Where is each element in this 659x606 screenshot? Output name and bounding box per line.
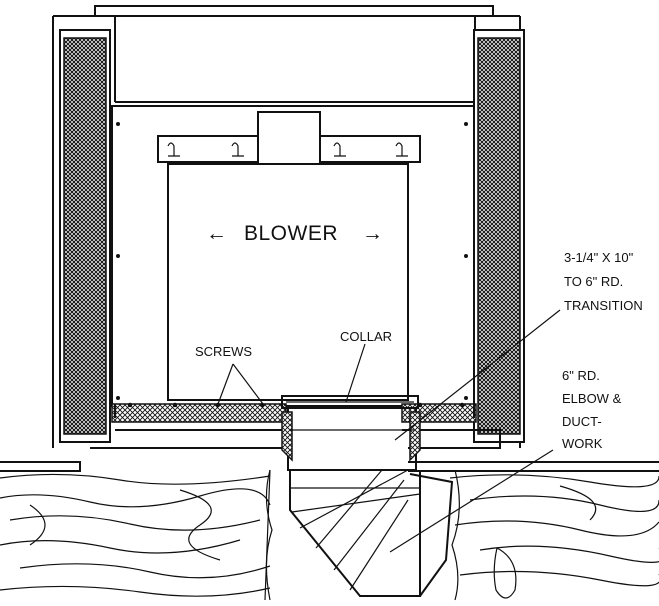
elbow-label-line-1: 6" RD. xyxy=(562,368,600,383)
floor-section xyxy=(0,461,659,601)
transition-label-line-2: TO 6" RD. xyxy=(564,274,623,289)
blower-arrow-left: ← xyxy=(206,222,228,245)
blower-arrow-right: → xyxy=(362,222,384,245)
transition xyxy=(281,408,421,471)
elbow-ductwork xyxy=(289,469,454,597)
blower-label: BLOWER xyxy=(244,222,338,245)
elbow-label-line-4: WORK xyxy=(562,436,603,451)
leader-lines xyxy=(217,309,561,553)
transition-label-line-1: 3-1/4" X 10" xyxy=(564,250,634,265)
elbow-label-line-2: ELBOW & xyxy=(562,391,622,406)
transition-label-line-3: TRANSITION xyxy=(564,298,643,313)
base-gasket xyxy=(90,402,501,449)
right-filter-panel xyxy=(473,29,525,443)
blower-housing xyxy=(167,163,409,401)
labels: ← BLOWER → SCREWS COLLAR 3-1/4" X 10" TO… xyxy=(195,222,643,451)
collar-label: COLLAR xyxy=(340,329,392,344)
collar xyxy=(281,395,419,409)
blower-brackets xyxy=(157,111,421,165)
inner-panel xyxy=(111,105,475,407)
elbow-label-line-3: DUCT- xyxy=(562,414,602,429)
screws-label: SCREWS xyxy=(195,344,252,359)
left-filter-panel xyxy=(59,29,111,443)
